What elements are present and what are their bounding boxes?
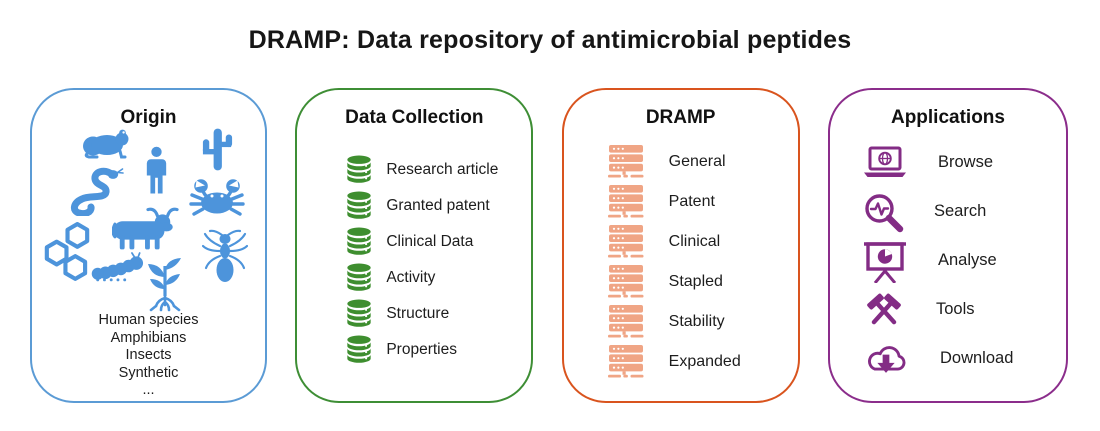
- origin-label: Insects: [125, 347, 172, 363]
- ant-icon: [202, 229, 248, 282]
- item-label: Activity: [386, 269, 436, 286]
- database-icon: [345, 155, 373, 185]
- item-label: Browse: [937, 153, 994, 171]
- cloud-download-icon: [868, 345, 906, 373]
- dramp-list: General Patent Clinical Stapled Stabilit…: [564, 142, 798, 382]
- bull-icon: [112, 207, 179, 250]
- item-label: Research article: [386, 161, 499, 178]
- list-item: Browse: [862, 138, 1066, 187]
- list-item: Expanded: [606, 342, 798, 382]
- list-item: Structure: [345, 296, 531, 332]
- list-item: Properties: [345, 332, 531, 368]
- panel-data-collection: Data Collection Research article Granted…: [295, 88, 534, 403]
- list-item: Research article: [345, 152, 531, 188]
- human-icon: [146, 146, 167, 194]
- database-icon: [345, 335, 373, 365]
- applications-panel-title: Applications: [890, 107, 1005, 128]
- server-icon: [606, 345, 646, 379]
- database-icon: [345, 191, 373, 221]
- item-label: Clinical: [668, 233, 721, 250]
- data-collection-panel-title: Data Collection: [345, 107, 484, 128]
- database-icon: [345, 299, 373, 329]
- page-title: DRAMP: Data repository of antimicrobial …: [248, 26, 852, 54]
- list-item: Clinical Data: [345, 224, 531, 260]
- caterpillar-icon: [91, 252, 144, 282]
- list-item: Analyse: [862, 236, 1066, 285]
- origin-label: ...: [142, 382, 155, 398]
- cactus-icon: [202, 128, 233, 171]
- list-item: General: [606, 142, 798, 182]
- item-label: Search: [933, 202, 987, 220]
- list-item: Download: [862, 334, 1066, 383]
- list-item: Patent: [606, 182, 798, 222]
- server-icon: [606, 185, 646, 219]
- plant-icon: [148, 258, 181, 312]
- applications-list: Browse Search: [830, 138, 1066, 383]
- database-icon: [345, 263, 373, 293]
- frog-icon: [83, 129, 129, 159]
- item-label: Download: [939, 349, 1014, 367]
- item-label: General: [668, 153, 726, 170]
- origin-label: Amphibians: [110, 329, 187, 346]
- magnifier-pulse-icon: [865, 193, 904, 232]
- origin-icon-cloud: [32, 90, 265, 401]
- list-item: Tools: [862, 285, 1066, 334]
- list-item: Activity: [345, 260, 531, 296]
- item-label: Properties: [386, 341, 457, 358]
- origin-label: Synthetic: [118, 364, 179, 381]
- data-collection-list: Research article Granted patent Clinical…: [297, 152, 531, 368]
- presentation-pie-icon: [863, 241, 906, 283]
- item-label: Patent: [668, 193, 715, 210]
- origin-panel-title: Origin: [120, 107, 177, 128]
- origin-labels: Human species Amphibians Insects Synthet…: [32, 312, 265, 400]
- panel-applications: Applications Browse Search: [827, 88, 1068, 403]
- list-item: Granted patent: [345, 188, 531, 224]
- item-label: Structure: [386, 305, 450, 322]
- panels-container: Origin: [30, 88, 1068, 403]
- list-item: Stapled: [606, 262, 798, 302]
- item-label: Stability: [668, 313, 725, 330]
- molecule-icon: [44, 222, 90, 281]
- list-item: Clinical: [606, 222, 798, 262]
- server-icon: [606, 225, 646, 259]
- database-icon: [345, 227, 373, 257]
- item-label: Clinical Data: [386, 233, 474, 250]
- crossed-hammers-icon: [867, 293, 901, 324]
- snake-icon: [71, 167, 124, 216]
- item-label: Tools: [935, 300, 975, 318]
- origin-label: Human species: [98, 312, 199, 328]
- panel-dramp: DRAMP General Patent Clinical Stapled St…: [561, 88, 800, 403]
- laptop-globe-icon: [863, 146, 906, 177]
- item-label: Analyse: [937, 251, 997, 269]
- list-item: Search: [862, 187, 1066, 236]
- server-icon: [606, 305, 646, 339]
- panel-origin: Origin: [30, 88, 267, 403]
- dramp-panel-title: DRAMP: [645, 107, 716, 128]
- crab-icon: [189, 179, 245, 216]
- item-label: Granted patent: [386, 197, 490, 214]
- list-item: Stability: [606, 302, 798, 342]
- item-label: Stapled: [668, 273, 723, 290]
- server-icon: [606, 145, 646, 179]
- server-icon: [606, 265, 646, 299]
- item-label: Expanded: [668, 353, 741, 370]
